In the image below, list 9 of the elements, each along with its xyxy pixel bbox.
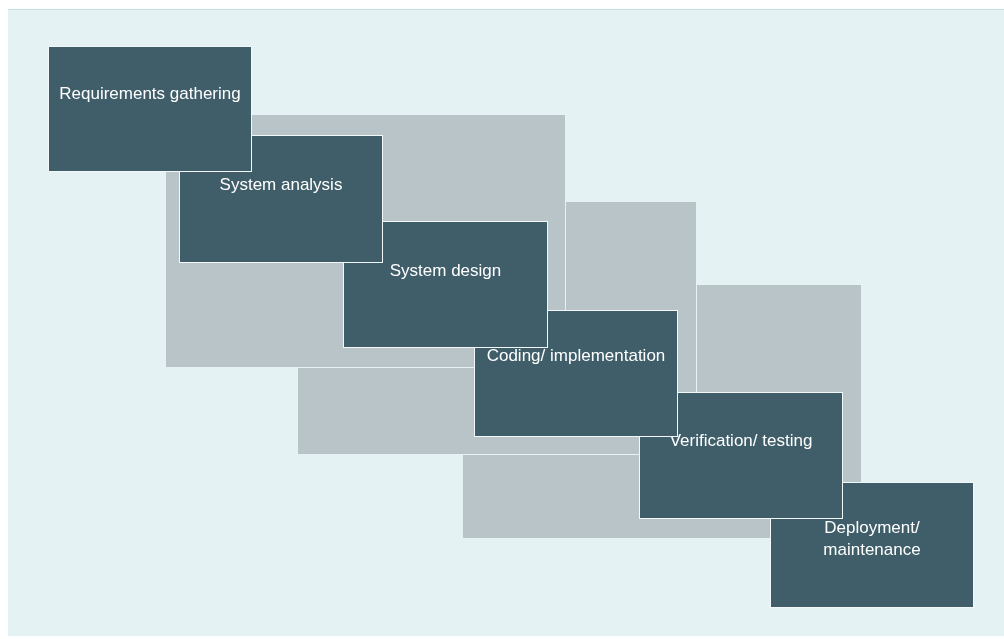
phase-label: Requirements gathering [58, 83, 242, 105]
phase-label: Coding/ implementation [485, 345, 667, 367]
phase-label: Deployment/ maintenance [822, 517, 922, 561]
phase-box [639, 392, 843, 519]
phase-box [343, 221, 548, 348]
phase-box [48, 46, 252, 172]
phase-label: System design [388, 260, 503, 282]
phase-label: System analysis [218, 174, 344, 196]
phase-label: Verification/ testing [668, 430, 814, 452]
